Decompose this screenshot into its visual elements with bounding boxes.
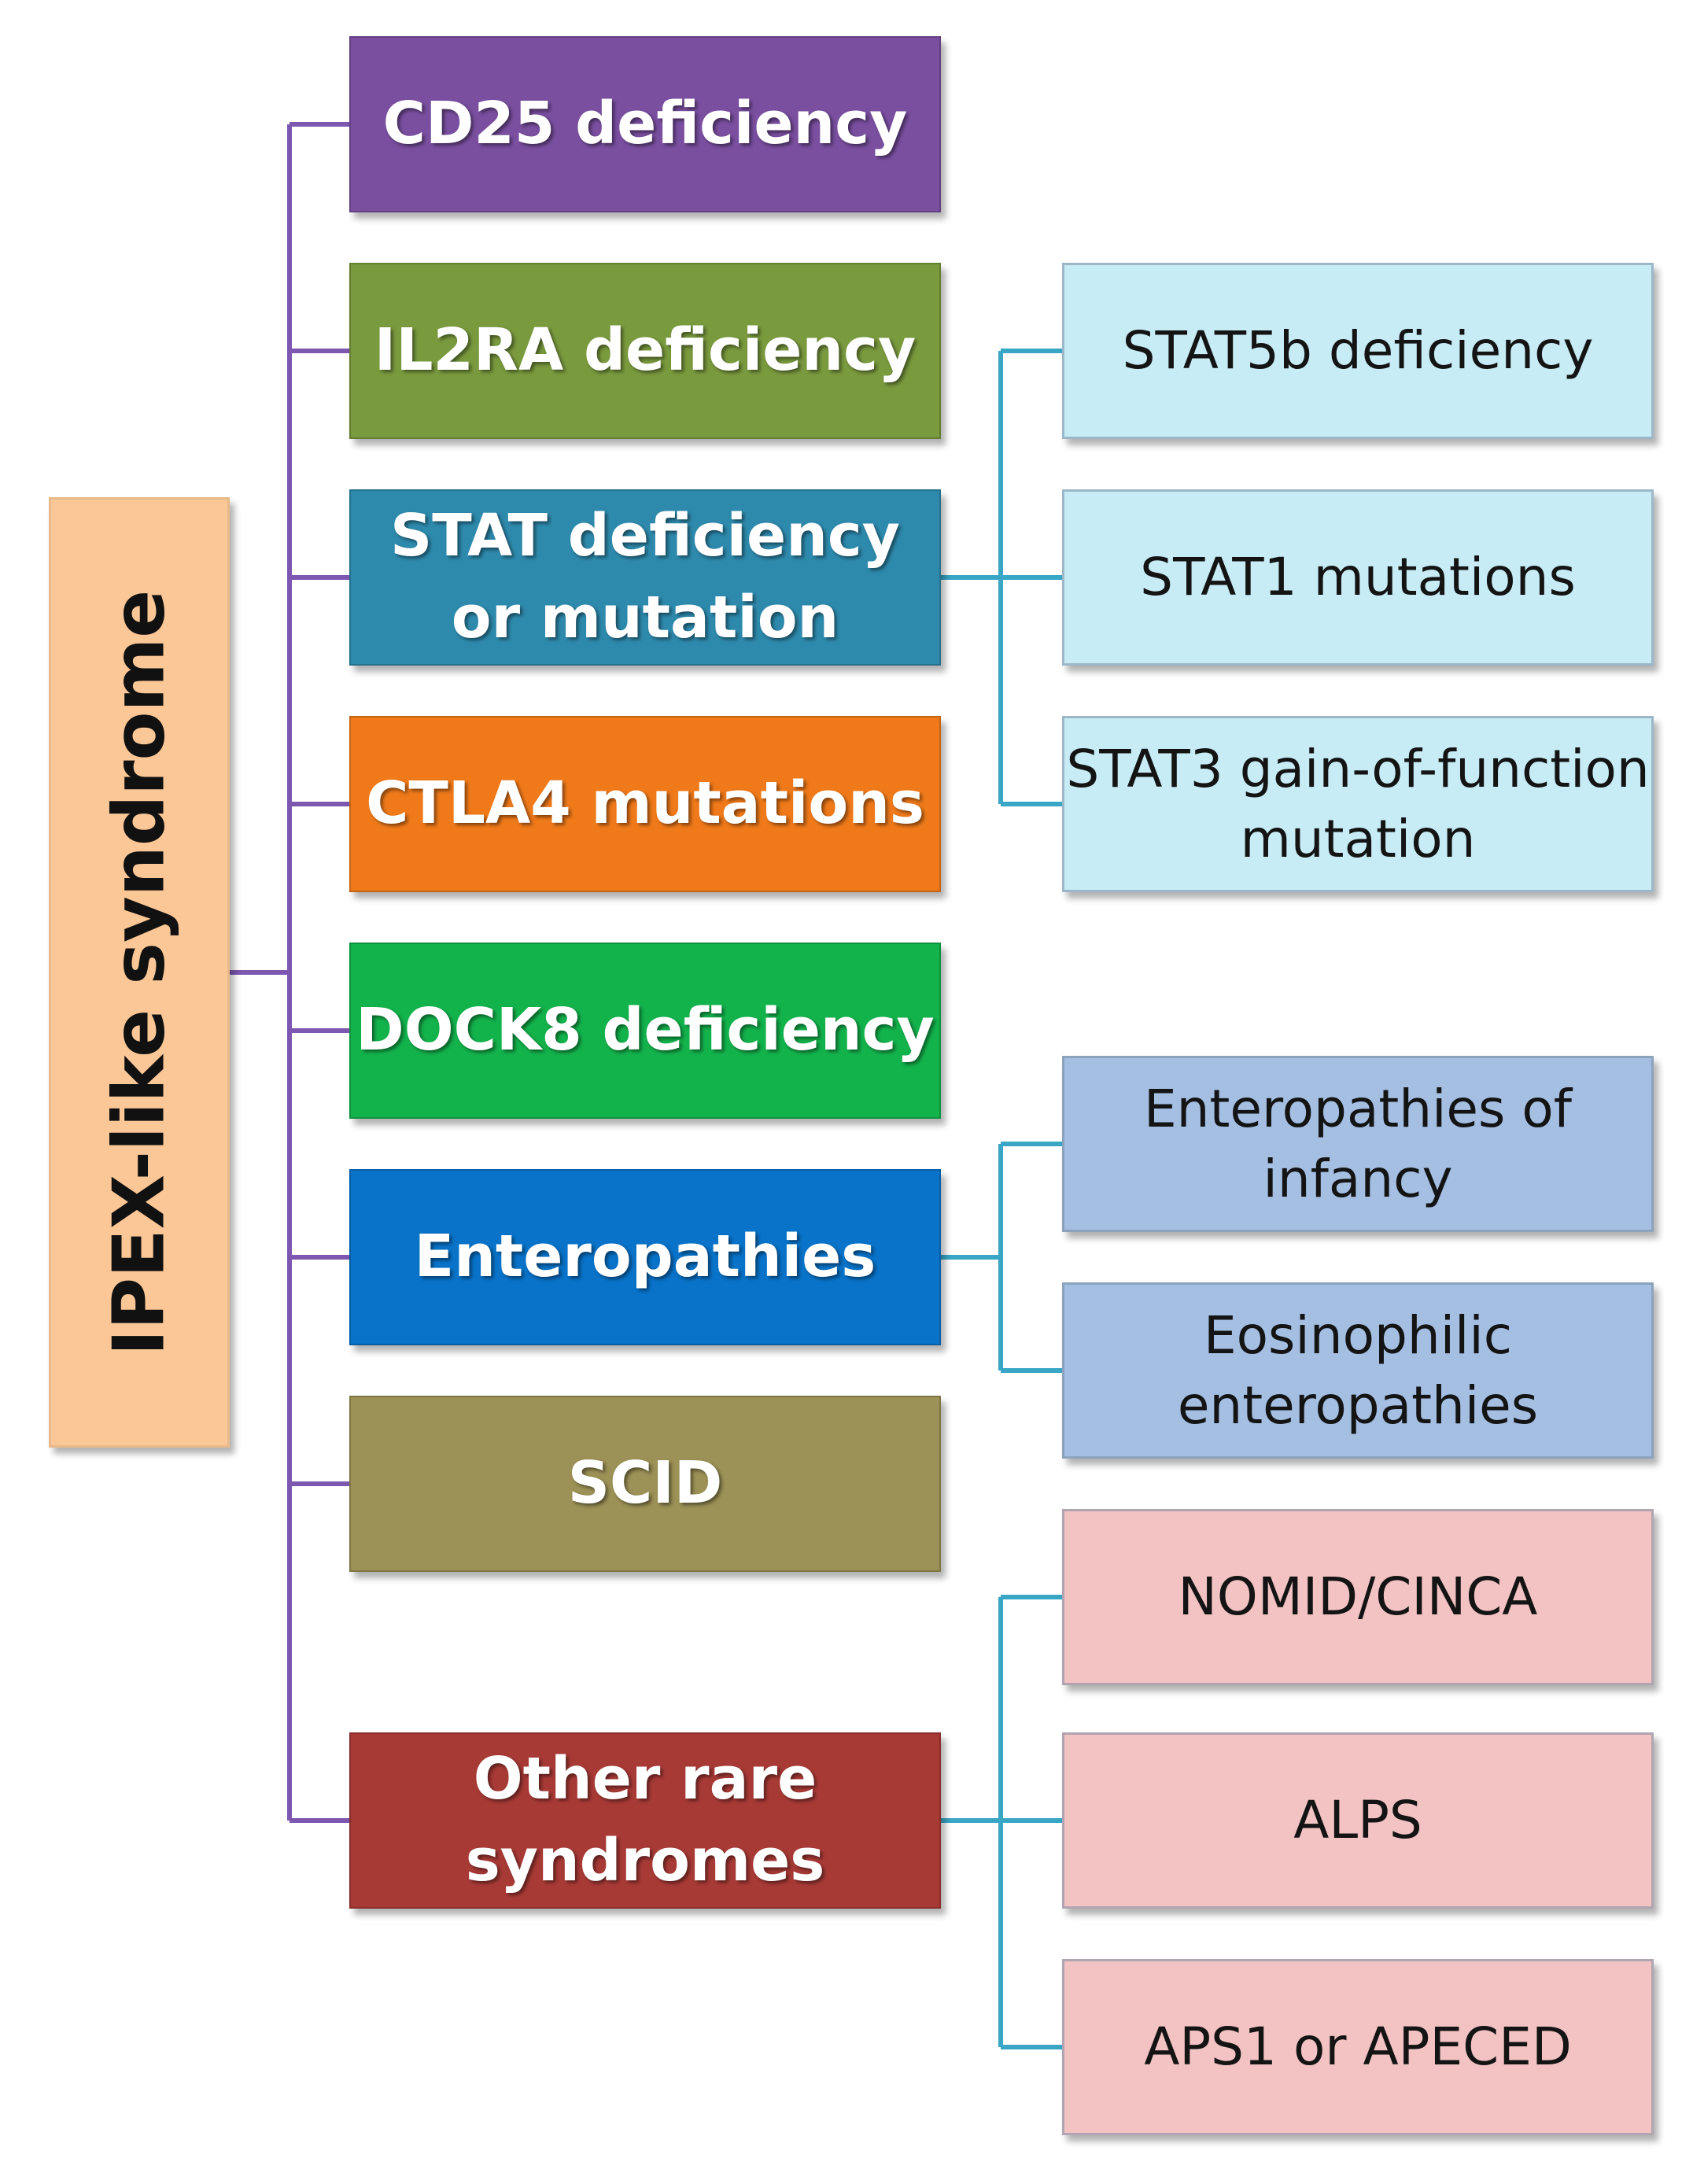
category-label: CD25 deficiency xyxy=(382,90,908,158)
subtype-alps: ALPS xyxy=(1062,1732,1654,1909)
subtype-label: STAT5b deficiency xyxy=(1122,320,1594,382)
subtype-nomid-cinca: NOMID/CINCA xyxy=(1062,1509,1654,1685)
category-label: DOCK8 deficiency xyxy=(356,996,935,1064)
secondary-connectors xyxy=(941,349,1062,2049)
other-connector xyxy=(941,1595,1062,2049)
subtype-label: Eosinophilic enteropathies xyxy=(1177,1304,1539,1436)
category-dock8-deficiency: DOCK8 deficiency xyxy=(349,943,941,1119)
category-scid: SCID xyxy=(349,1396,941,1572)
subtype-eosinophilic-enteropathies: Eosinophilic enteropathies xyxy=(1062,1282,1654,1459)
subtype-label: Enteropathies of infancy xyxy=(1143,1078,1573,1209)
category-ctla4-mutations: CTLA4 mutations xyxy=(349,716,941,892)
category-label: IL2RA deficiency xyxy=(374,316,917,385)
subtype-label: STAT1 mutations xyxy=(1140,547,1576,608)
category-stat-deficiency-or-mutation: STAT deficiency or mutation xyxy=(349,489,941,666)
subtype-aps1-or-apeced: APS1 or APECED xyxy=(1062,1959,1654,2135)
category-il2ra-deficiency: IL2RA deficiency xyxy=(349,263,941,439)
primary-connectors xyxy=(230,122,349,1823)
category-other-rare-syndromes: Other rare syndromes xyxy=(349,1732,941,1909)
category-label: Other rare syndromes xyxy=(465,1745,825,1894)
root-label: IPEX-like syndrome xyxy=(98,589,181,1356)
subtype-label: STAT3 gain-of-function mutation xyxy=(1066,738,1650,869)
stat-connector xyxy=(941,349,1062,806)
subtype-label: APS1 or APECED xyxy=(1144,2016,1572,2078)
enteropathies-connector xyxy=(941,1142,1062,1373)
subtype-stat3-gain-of-function-mutation: STAT3 gain-of-function mutation xyxy=(1062,716,1654,892)
subtype-stat1-mutations: STAT1 mutations xyxy=(1062,489,1654,666)
category-cd25-deficiency: CD25 deficiency xyxy=(349,36,941,212)
subtype-label: ALPS xyxy=(1293,1790,1422,1851)
subtype-label: NOMID/CINCA xyxy=(1178,1566,1538,1628)
category-enteropathies: Enteropathies xyxy=(349,1169,941,1345)
category-label: SCID xyxy=(567,1449,723,1518)
root-box-ipex-like-syndrome: IPEX-like syndrome xyxy=(49,497,230,1448)
category-label: Enteropathies xyxy=(414,1223,876,1291)
category-label: STAT deficiency or mutation xyxy=(389,502,900,651)
subtype-enteropathies-of-infancy: Enteropathies of infancy xyxy=(1062,1056,1654,1232)
subtype-stat5b-deficiency: STAT5b deficiency xyxy=(1062,263,1654,439)
category-label: CTLA4 mutations xyxy=(366,769,924,838)
